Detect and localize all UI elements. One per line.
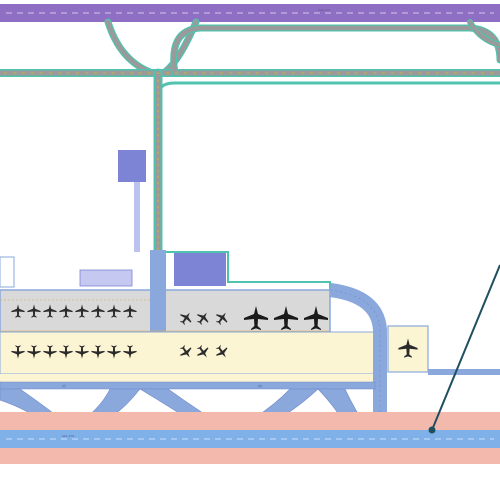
aircraft-icon — [59, 304, 73, 318]
support-building-right — [174, 252, 226, 286]
aircraft-icon — [27, 345, 41, 359]
taxiway-label-a6: A6 — [258, 384, 262, 388]
aircraft-icon — [196, 312, 209, 325]
upper-taxiway-network — [0, 18, 500, 260]
remote-facility — [118, 150, 146, 252]
landside-road — [166, 251, 331, 290]
callout-dot-icon — [428, 426, 436, 434]
aircraft-icon — [196, 345, 209, 358]
aircraft-icon — [215, 345, 228, 358]
left-service-area — [0, 256, 15, 288]
aircraft-icon — [75, 304, 89, 318]
aircraft-icon — [304, 306, 328, 330]
aircraft-icon — [179, 312, 192, 325]
top-runway: 09R-27L — [0, 4, 500, 22]
bridge-band — [0, 381, 376, 390]
aircraft-icon — [11, 304, 25, 318]
top-runway-label: 09R-27L — [318, 8, 331, 12]
aircraft-icon — [91, 304, 105, 318]
runway-safety-area-upper — [0, 412, 500, 430]
taxiway-connector-left — [104, 18, 154, 76]
callout — [428, 264, 500, 434]
terminal-support-buildings — [79, 251, 331, 290]
main-apron — [0, 250, 376, 382]
remote-building — [118, 150, 146, 182]
bottom-runway-label: 09L-27R — [62, 434, 74, 438]
aircraft-icon — [274, 306, 298, 330]
aircraft-icon — [107, 345, 121, 359]
aircraft-icon — [244, 306, 268, 330]
aircraft-icon — [215, 312, 228, 325]
aircraft-icon — [11, 345, 25, 359]
aircraft-icon — [43, 304, 57, 318]
aircraft-icon — [123, 304, 137, 318]
bottom-runway: 09L-27R — [0, 412, 500, 464]
callout-line — [431, 264, 500, 431]
aircraft-icon — [123, 345, 137, 359]
aircraft-layer — [11, 304, 418, 359]
runway-safety-area-lower — [0, 448, 500, 464]
aircraft-icon — [59, 345, 73, 359]
aircraft-icon — [91, 345, 105, 359]
aircraft-icon — [43, 345, 57, 359]
support-building-left — [79, 269, 133, 287]
aircraft-icon — [179, 345, 192, 358]
aircraft-icon — [398, 338, 418, 358]
taxiway-label-a7: A7 — [62, 384, 66, 388]
aircraft-icon — [27, 304, 41, 318]
taxiway-loop-right — [170, 24, 500, 77]
aircraft-icon — [75, 345, 89, 359]
aircraft-icon — [107, 304, 121, 318]
taxiway-loop-lower — [158, 81, 500, 92]
terminal-pier-blue — [150, 250, 166, 335]
